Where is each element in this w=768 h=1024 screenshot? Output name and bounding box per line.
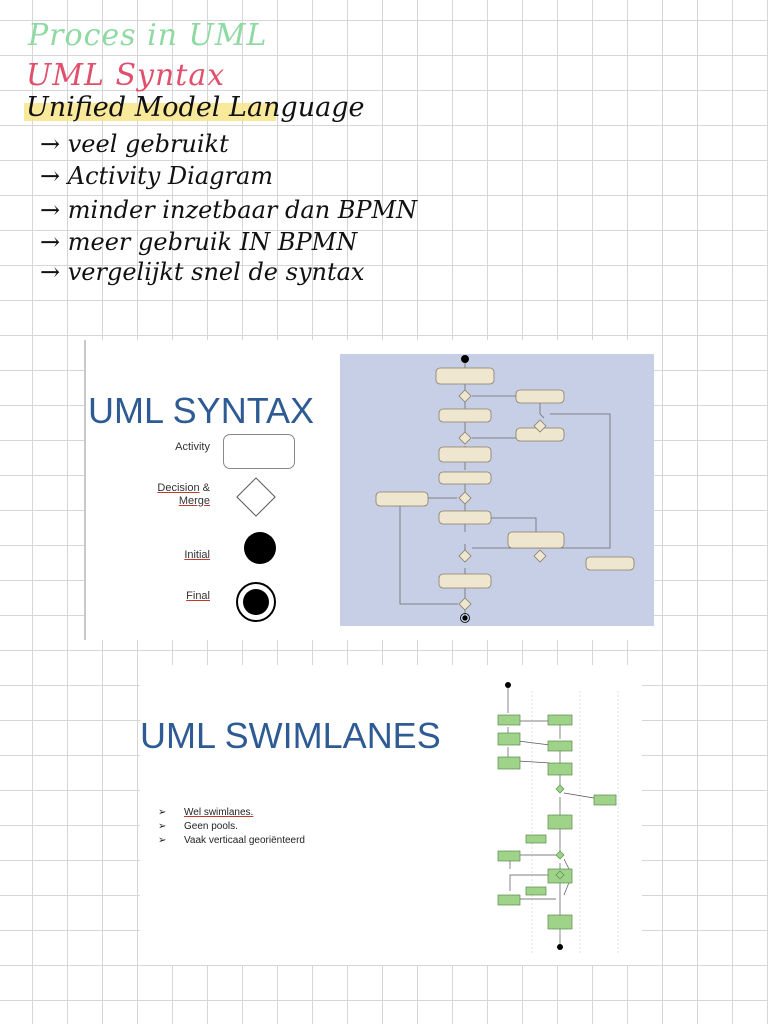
list-item-text: Geen pools.	[184, 821, 238, 832]
final-node-shape	[236, 582, 276, 622]
arrow-icon: →	[40, 258, 68, 286]
activity-diagram-image	[340, 354, 654, 626]
list-item-text: Vaak verticaal georiënteerd	[184, 835, 305, 846]
list-item-text: Wel swimlanes.	[184, 807, 254, 818]
note-bullet-text: vergelijkt snel de syntax	[67, 258, 365, 286]
legend-label-merge: Merge	[178, 495, 210, 507]
slide-title: UML SYNTAX	[88, 390, 315, 431]
legend-label-activity: Activity	[175, 441, 210, 453]
legend-label-initial: Initial	[184, 549, 210, 561]
note-bullet-text: meer gebruik IN BPMN	[67, 228, 358, 256]
note-bullet-text: veel gebruikt	[67, 130, 229, 158]
note-title: Unified Model Language	[26, 92, 365, 123]
note-bullet-1: → veel gebruikt	[40, 130, 229, 158]
highlighter-mark	[24, 103, 276, 121]
initial-node-shape	[244, 532, 276, 564]
legend-label-decision-merge: Decision & Merge	[120, 482, 210, 508]
activity-shape	[223, 434, 295, 469]
swimlane-diagram-image	[497, 682, 619, 955]
arrow-icon: →	[40, 162, 68, 190]
slide-title: UML SWIMLANES	[140, 715, 441, 756]
list-item: Geen pools.	[158, 821, 305, 832]
swimlanes-bullet-list: Wel swimlanes. Geen pools. Vaak verticaa…	[158, 807, 305, 849]
legend-label-decision: Decision	[157, 482, 200, 494]
decision-diamond-shape	[236, 477, 276, 517]
slide-uml-syntax: UML SYNTAX Activity Decision & Merge Ini…	[84, 340, 654, 640]
note-bullet-text: Activity Diagram	[67, 162, 274, 190]
note-bullet-5: → vergelijkt snel de syntax	[40, 258, 364, 286]
note-bullet-text: minder inzetbaar dan BPMN	[67, 196, 418, 224]
note-bullet-4: → meer gebruik IN BPMN	[40, 228, 357, 256]
list-item: Vaak verticaal georiënteerd	[158, 835, 305, 846]
arrow-icon: →	[40, 196, 68, 224]
arrow-icon: →	[40, 130, 68, 158]
slide-uml-swimlanes: UML SWIMLANES Wel swimlanes. Geen pools.…	[140, 665, 642, 965]
legend-label-final: Final	[186, 590, 210, 602]
legend-label-amp: &	[202, 482, 210, 494]
note-bullet-3: → minder inzetbaar dan BPMN	[40, 196, 417, 224]
note-line-pink: UML Syntax	[26, 58, 226, 93]
list-item: Wel swimlanes.	[158, 807, 305, 818]
note-bullet-2: → Activity Diagram	[40, 162, 273, 190]
note-line-green: Proces in UML	[28, 18, 268, 53]
arrow-icon: →	[40, 228, 68, 256]
